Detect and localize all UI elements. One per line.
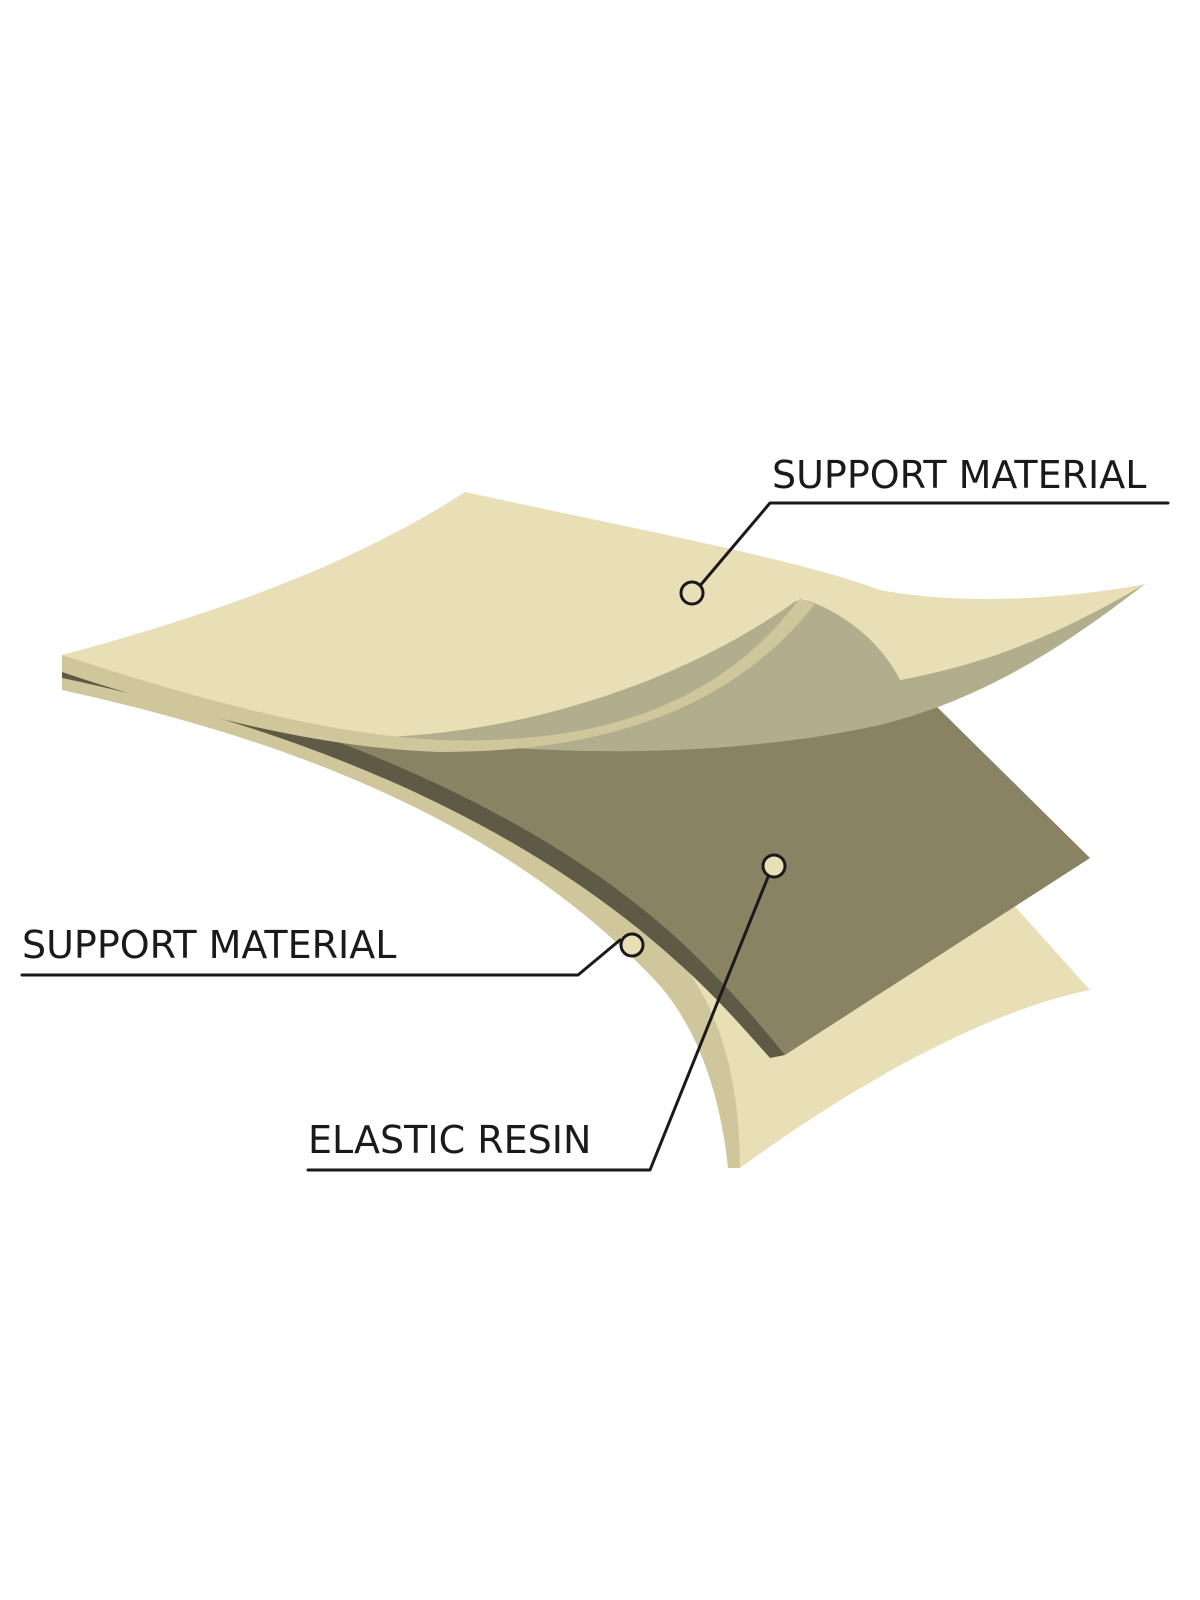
marker-bottom-support [619, 932, 645, 958]
leader-line-bottom-support [20, 938, 622, 977]
label-bottom-support: SUPPORT MATERIAL [22, 923, 396, 967]
label-top-support: SUPPORT MATERIAL [772, 453, 1146, 497]
top-support-face [62, 492, 1145, 738]
bottom-support-edge [62, 670, 740, 1168]
callout-top-support: SUPPORT MATERIAL [679, 453, 1170, 606]
leader-line-elastic-resin [306, 865, 774, 1172]
top-support-edge [62, 598, 815, 752]
callout-bottom-support: SUPPORT MATERIAL [20, 923, 645, 977]
marker-top-support [679, 580, 705, 606]
elastic-resin-face [62, 660, 1090, 1055]
top-support-sheet [62, 492, 1145, 752]
label-elastic-resin: ELASTIC RESIN [308, 1118, 591, 1162]
leader-line-top-support [691, 501, 1170, 596]
callout-elastic-resin: ELASTIC RESIN [306, 853, 787, 1172]
marker-elastic-resin [761, 853, 787, 879]
elastic-resin-sheet [62, 660, 1090, 1058]
